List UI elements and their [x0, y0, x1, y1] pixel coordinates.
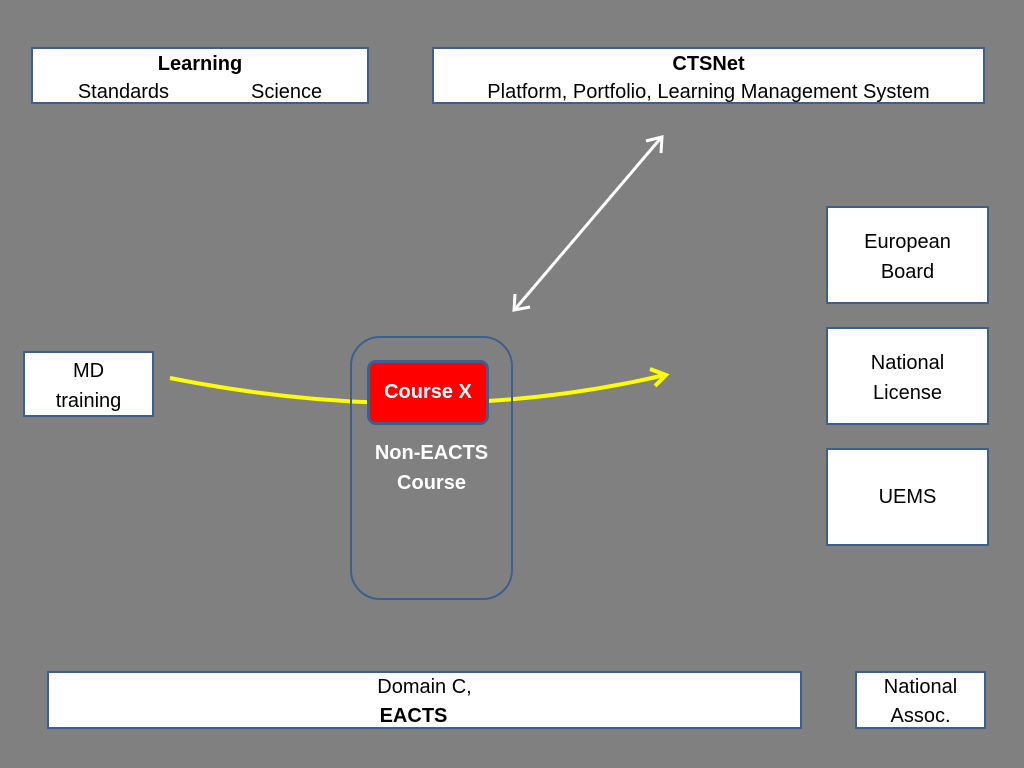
non-eacts-line1: Non-EACTS	[374, 442, 489, 464]
md-training-line1: MD	[72, 360, 105, 382]
learning-box: Learning Standards Science	[31, 47, 369, 104]
ctsnet-link-arrow	[514, 138, 662, 309]
european-board-line2: Board	[880, 261, 935, 283]
md-training-line2: training	[55, 390, 122, 412]
learning-subtitles: Standards Science	[33, 78, 367, 106]
non-eacts-line2: Course	[397, 472, 466, 494]
ctsnet-link-arrowhead-bottom	[512, 293, 531, 312]
national-assoc-line1: National	[883, 676, 958, 698]
training-path-arrowhead	[649, 367, 670, 388]
learning-science: Science	[251, 81, 323, 103]
ctsnet-subtitle: Platform, Portfolio, Learning Management…	[487, 81, 930, 103]
uems-box: UEMS	[826, 448, 989, 546]
national-assoc-box: National Assoc.	[855, 671, 986, 729]
domain-c-box: Domain C, EACTS	[47, 671, 802, 729]
european-board-box: European Board	[826, 206, 989, 304]
national-license-line1: National	[870, 352, 945, 374]
course-x-box: Course X	[367, 360, 489, 425]
domain-line2: EACTS	[379, 705, 448, 727]
domain-line1: Domain C,	[377, 676, 472, 698]
european-board-line1: European	[864, 231, 951, 253]
uems-label: UEMS	[878, 486, 937, 508]
learning-title: Learning	[157, 53, 243, 75]
national-assoc-line2: Assoc.	[890, 705, 951, 727]
non-eacts-course-label: Non-EACTS Course	[352, 438, 511, 498]
ctsnet-link-arrowhead-top	[645, 135, 664, 154]
md-training-box: MD training	[23, 351, 154, 417]
non-eacts-course-container	[350, 336, 513, 600]
ctsnet-box: CTSNet Platform, Portfolio, Learning Man…	[432, 47, 985, 104]
national-license-box: National License	[826, 327, 989, 425]
learning-standards: Standards	[77, 81, 169, 103]
ctsnet-title: CTSNet	[672, 53, 745, 75]
national-license-line2: License	[873, 382, 942, 404]
